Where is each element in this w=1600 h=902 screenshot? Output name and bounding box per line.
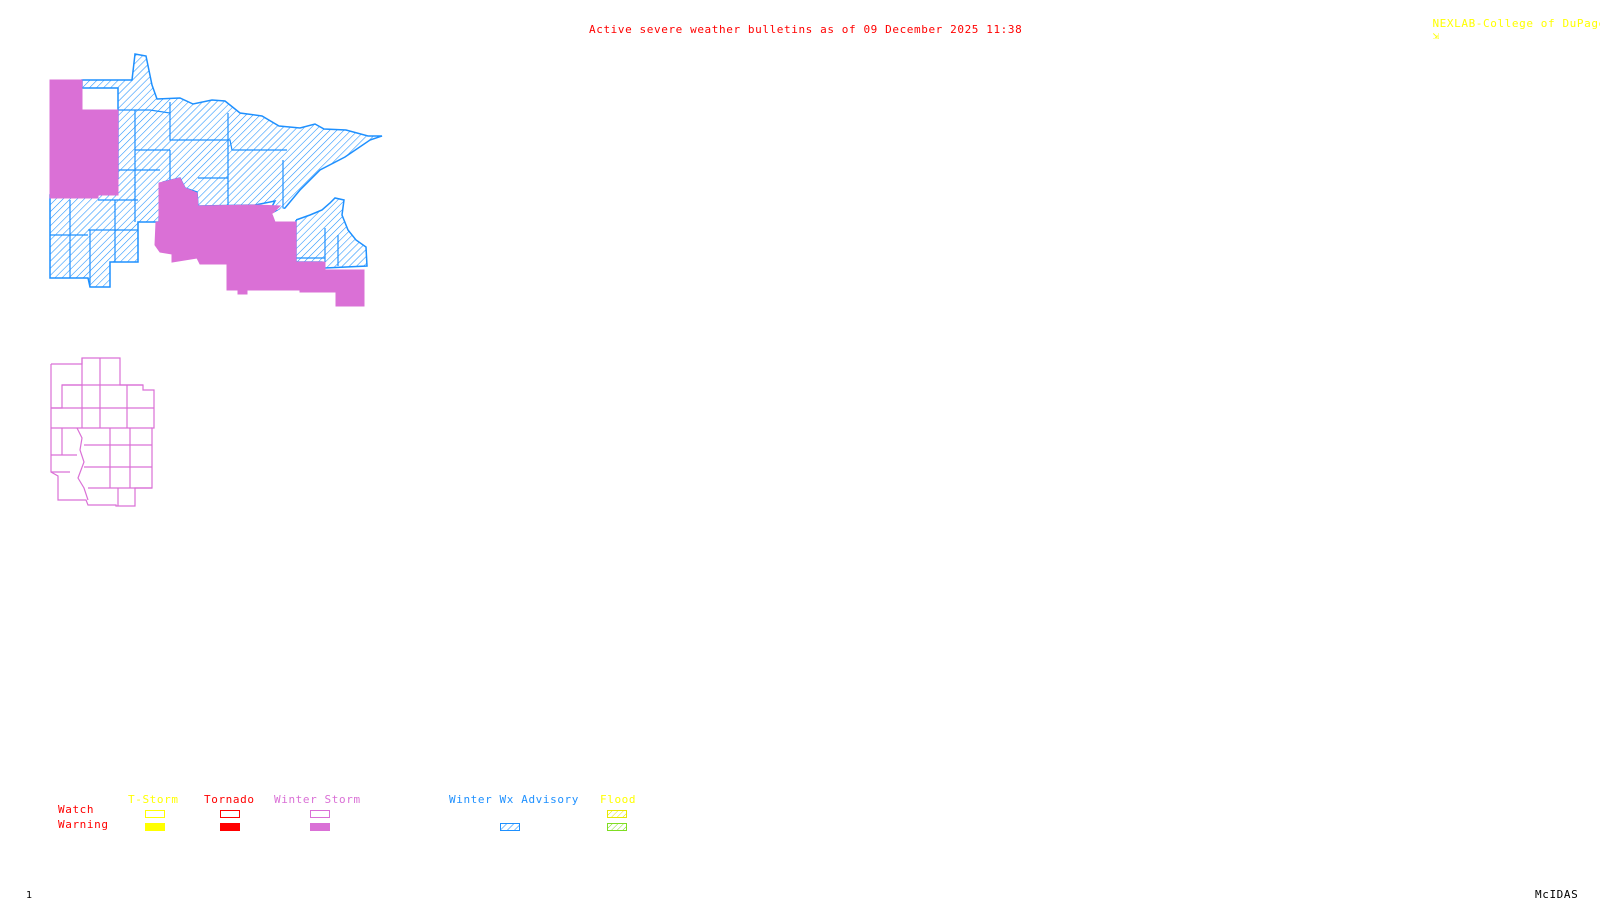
legend-row-watch: Watch	[58, 803, 95, 816]
winter-storm-watch-region	[50, 357, 155, 507]
nexlab-logo-icon: ⇲	[1432, 29, 1440, 42]
county-borders	[50, 102, 339, 287]
winter-storm-warning-swatch	[310, 823, 330, 831]
frame-number: 1	[26, 890, 33, 901]
software-label: McIDAS	[1535, 888, 1579, 901]
lake-superior-bay	[272, 208, 296, 221]
watch-area-outline	[50, 357, 155, 507]
legend-label-winter-storm: Winter Storm	[274, 793, 361, 806]
winter-storm-watch-swatch	[310, 810, 330, 818]
tornado-watch-swatch	[220, 810, 240, 818]
tstorm-watch-swatch	[145, 810, 165, 818]
tornado-warning-swatch	[220, 823, 240, 831]
legend-label-winter-wx-advisory: Winter Wx Advisory	[449, 793, 580, 806]
warning-area-south	[154, 177, 365, 307]
page-title: Active severe weather bulletins as of 09…	[589, 23, 1023, 36]
flood-warning-swatch	[607, 823, 627, 831]
legend-label-tornado: Tornado	[204, 793, 255, 806]
flood-watch-swatch	[607, 810, 627, 818]
tstorm-warning-swatch	[145, 823, 165, 831]
legend-row-warning: Warning	[58, 818, 109, 831]
credit-text: NEXLAB-College of DuPage	[1432, 17, 1600, 30]
warning-area-west	[49, 79, 119, 199]
legend-label-tstorm: T-Storm	[128, 793, 179, 806]
winter-wx-advisory-swatch	[500, 823, 520, 831]
winter-storm-warning-region	[49, 79, 365, 307]
credit-label: NEXLAB-College of DuPage ⇲	[1418, 6, 1600, 42]
advisory-region	[49, 53, 383, 288]
advisory-area-north	[49, 53, 383, 288]
legend-label-flood: Flood	[600, 793, 637, 806]
